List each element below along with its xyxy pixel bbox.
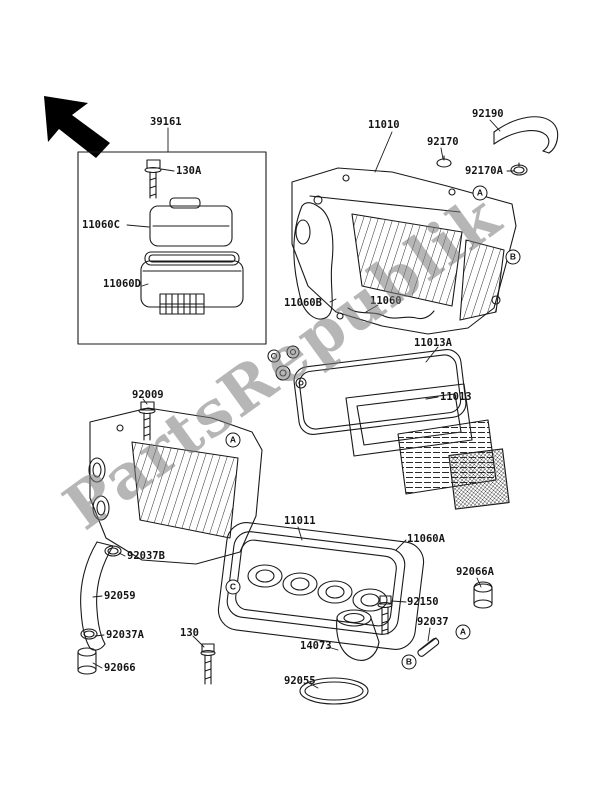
clamp-92037 [417,637,440,657]
gasket-11060A [217,522,425,650]
cap-92066A [473,581,493,609]
part-label-92170A: 92170A [465,165,503,177]
hose-92059 [80,541,114,651]
part-label-11060A: 11060A [407,533,445,545]
detail-box-39161 [77,151,267,345]
part-label-11013A: 11013A [414,337,452,349]
body-11011 [226,531,406,635]
orientation-arrow-icon [44,96,110,158]
clamp-92037A [80,628,98,640]
housing-left-half [88,407,263,565]
part-label-92059: 92059 [104,590,136,602]
oring-92055 [299,677,369,705]
clamp-92170A [510,162,528,176]
part-label-92055: 92055 [284,675,316,687]
bolt-92150 [377,595,393,635]
part-label-11011: 11011 [284,515,316,527]
part-label-92066: 92066 [104,662,136,674]
part-label-92009: 92009 [132,389,164,401]
part-label-92150: 92150 [407,596,439,608]
part-label-130: 130 [180,627,199,639]
part-label-11060D: 11060D [103,278,141,290]
part-label-92190: 92190 [472,108,504,120]
part-label-92037: 92037 [417,616,449,628]
part-label-11010: 11010 [368,119,400,131]
part-label-92037B: 92037B [127,550,165,562]
duct-14073 [336,609,380,661]
callout-B-2: B [505,249,521,265]
cap-92066 [77,647,97,675]
callout-B-6: B [401,654,417,670]
callout-A-3: A [225,432,241,448]
bolt-92009 [138,401,156,441]
part-label-92037A: 92037A [106,629,144,641]
part-label-14073: 14073 [300,640,332,652]
callout-A-1: A [472,185,488,201]
element-screen [448,448,510,510]
bolt-130 [200,643,216,685]
part-label-11013: 11013 [440,391,472,403]
gasket-11013A [293,349,467,435]
part-label-11060B: 11060B [284,297,322,309]
part-label-11060C: 11060C [82,219,120,231]
gasket-11060 [347,307,435,320]
part-label-130A: 130A [176,165,202,177]
part-label-39161: 39161 [150,116,182,128]
callout-A-5: A [455,624,471,640]
washers [267,345,307,389]
part-label-11060: 11060 [370,295,402,307]
clamp-92170 [436,155,452,168]
hose-92190 [493,116,559,154]
housing-11010 [291,167,517,335]
gasket-11060B [293,202,334,320]
callout-C-4: C [225,579,241,595]
part-label-92066A: 92066A [456,566,494,578]
part-label-92170: 92170 [427,136,459,148]
